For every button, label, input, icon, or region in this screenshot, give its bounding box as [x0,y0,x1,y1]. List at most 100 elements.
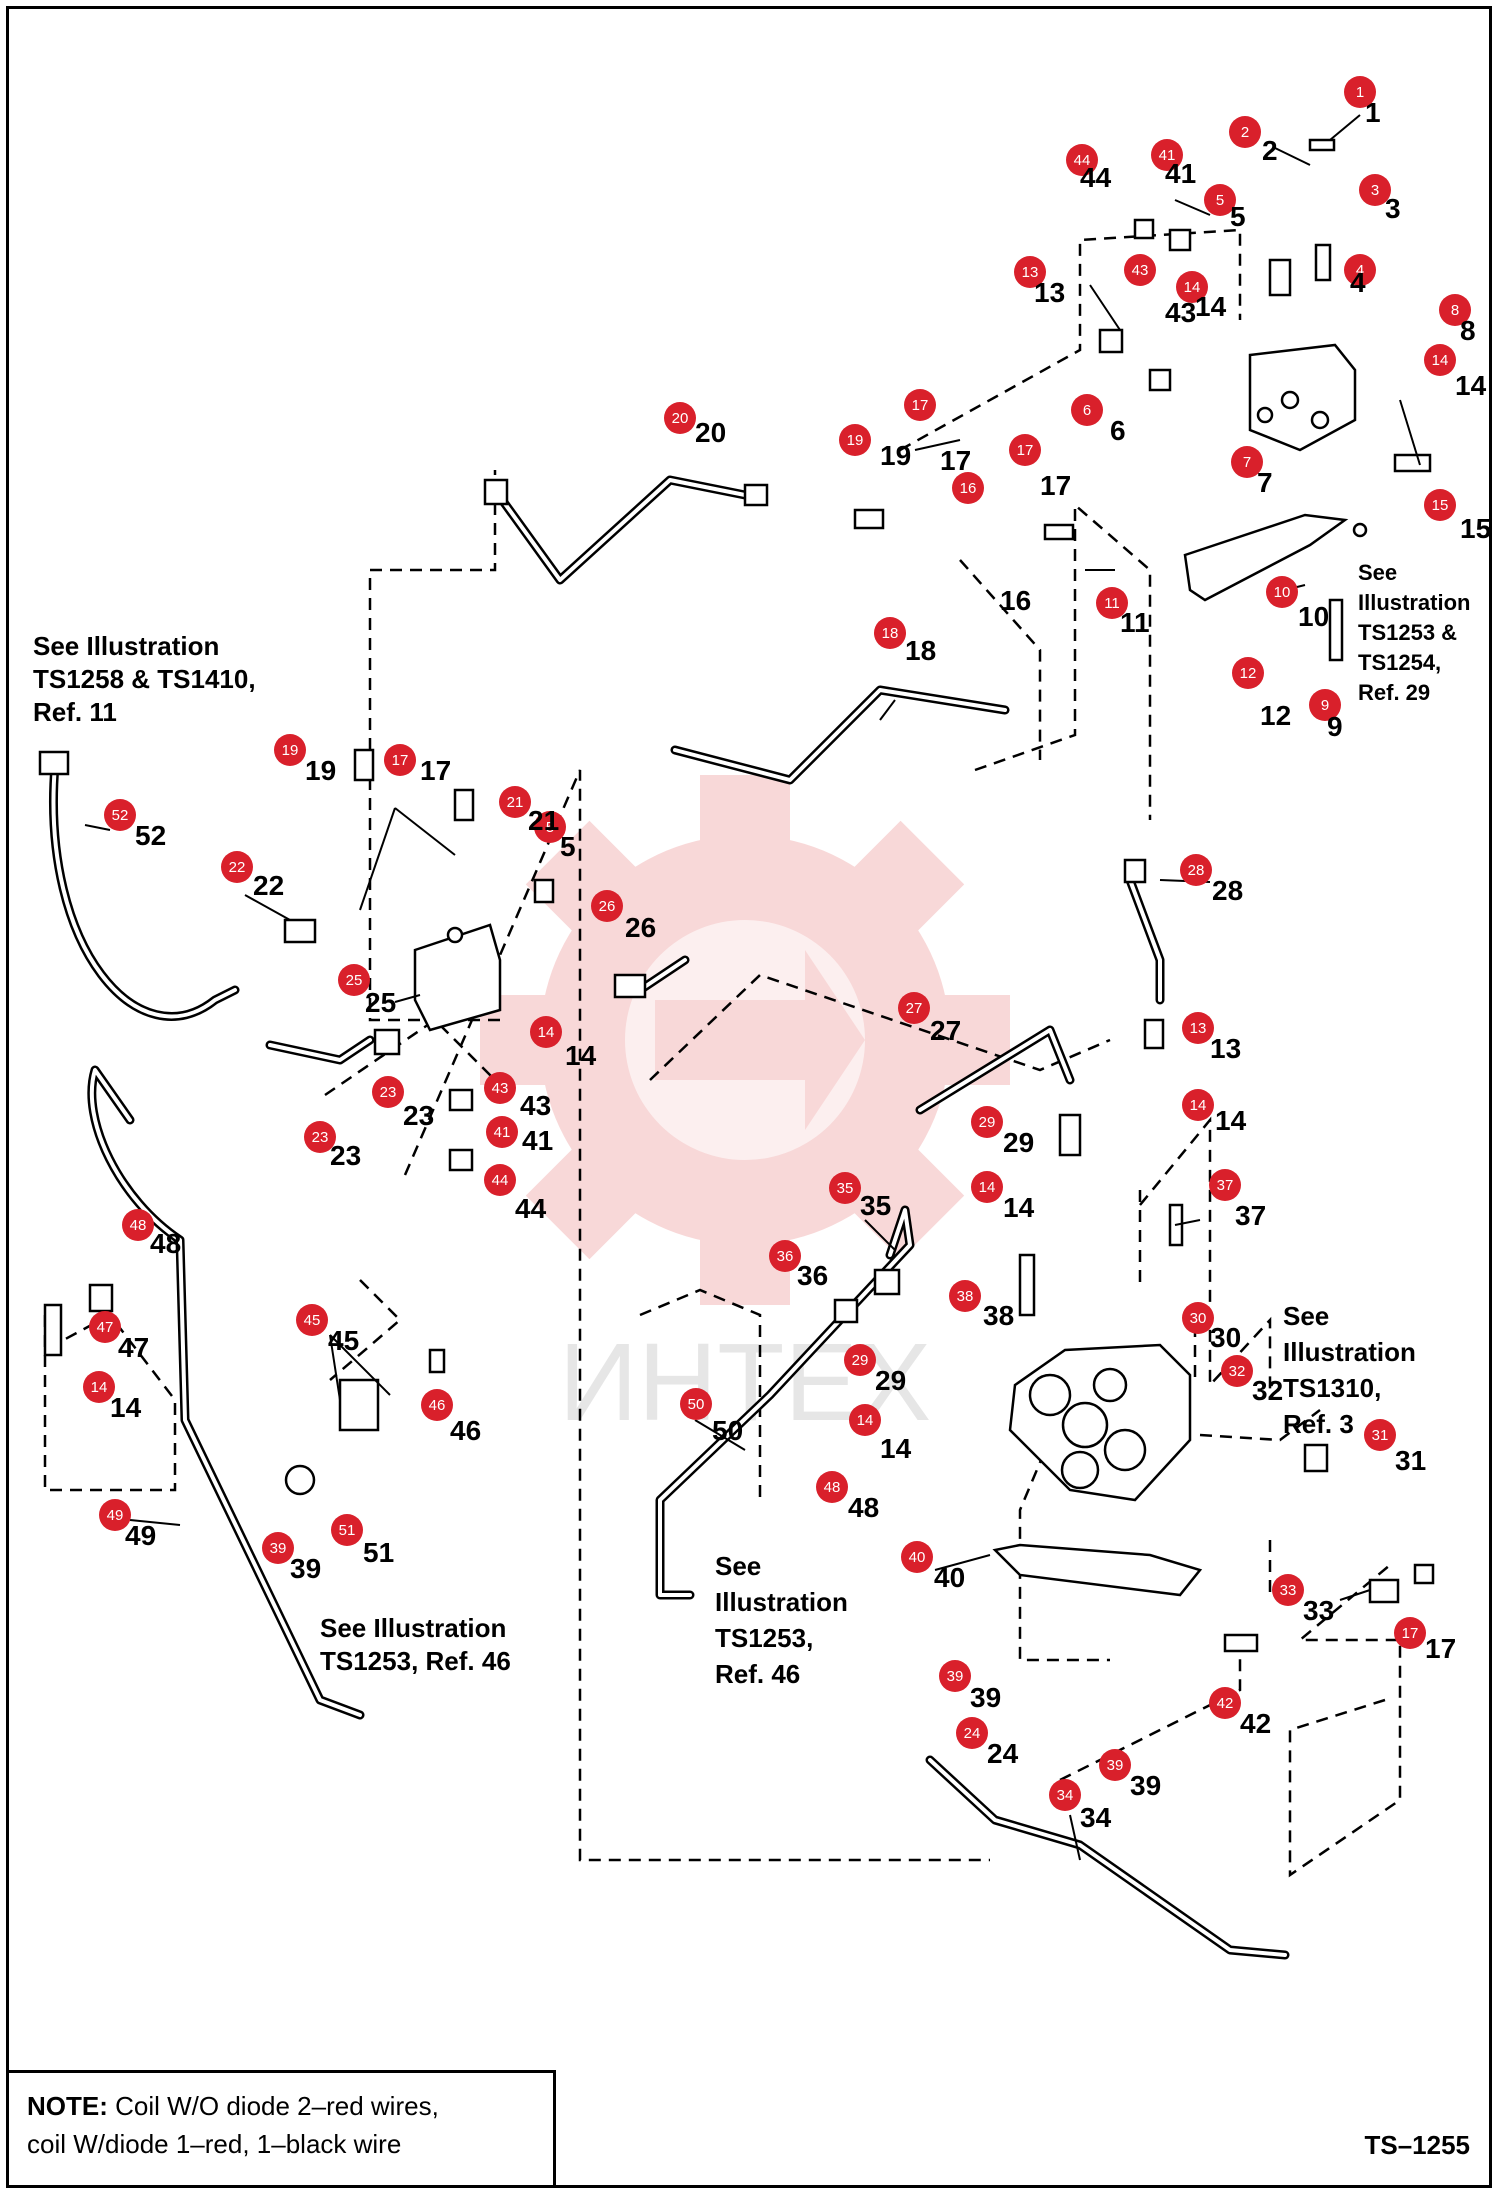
callout-badge-number: 45 [304,1312,321,1329]
part-number-label: 14 [1003,1192,1035,1223]
part-number-label: 32 [1252,1375,1283,1406]
callout-badge-number: 5 [546,819,554,836]
part-number-label: 52 [135,820,166,851]
callout-badge-number: 39 [270,1540,287,1557]
callout-badge-number: 47 [97,1319,114,1336]
callout-badge-circle [1176,271,1208,303]
callout-badge-circle [1229,116,1261,148]
callout-badge: 2 [1229,116,1261,148]
callout-badge-circle [901,1541,933,1573]
part-number-label: 14 [1215,1105,1247,1136]
part-number-label: 17 [1040,470,1071,501]
callout-badge-number: 18 [882,625,899,642]
callout-badge: 13 [1014,256,1046,288]
callout-badge: 39 [262,1532,294,1564]
part-number-label: 11 [1120,607,1150,638]
part-number-label: 43 [520,1090,551,1121]
part-number-label: 41 [1165,158,1196,189]
part-number-label: 13 [1210,1033,1241,1064]
callout-badge-number: 28 [1188,862,1205,879]
callout-badge-circle [898,992,930,1024]
callout-badge-number: 15 [1432,497,1449,514]
part-number-label: 14 [1195,291,1227,322]
callout-badge: 23 [304,1121,336,1153]
callout-badge: 33 [1272,1574,1304,1606]
part-number-label: 51 [363,1537,394,1568]
callout-badge-circle [1066,144,1098,176]
callout-badge-circle [939,1660,971,1692]
part-number-label: 3 [1385,193,1401,224]
callout-badge: 35 [829,1172,861,1204]
callout-badge-number: 41 [1159,147,1176,164]
callout-badge: 39 [1099,1749,1131,1781]
reference-note-line: Illustration [715,1587,848,1617]
callout-badge-circle [829,1172,861,1204]
fittings [38,138,1435,1653]
part-number-label: 4 [1350,267,1366,298]
note-box: NOTE: Coil W/O diode 2–red wires, coil W… [6,2070,556,2188]
callout-badge-number: 48 [130,1217,147,1234]
callout-badge-number: 14 [1184,279,1201,296]
callout-badge-circle [1394,1617,1426,1649]
callout-badge-circle [1124,254,1156,286]
part-number-label: 30 [1210,1322,1241,1353]
callout-badge-circle [384,744,416,776]
callout-badge: 14 [1424,344,1456,376]
valve-block-left [413,923,502,1032]
callout-badge-number: 23 [312,1129,329,1146]
part-number-label: 17 [940,445,971,476]
part-number-label: 37 [1235,1200,1266,1231]
part-number-label: 48 [150,1228,181,1259]
callout-badge: 15 [1424,489,1456,521]
callout-badge-circle [262,1532,294,1564]
reference-note-line: TS1253, [715,1623,813,1653]
callout-badge: 23 [372,1076,404,1108]
part-number-label: 23 [330,1140,361,1171]
callout-badge: 29 [844,1344,876,1376]
callout-badge-circle [1272,1574,1304,1606]
callout-badge-number: 7 [1243,454,1251,471]
callout-badge-number: 23 [380,1084,397,1101]
callout-badge-number: 26 [599,898,616,915]
callout-badge: 39 [939,1660,971,1692]
callout-badge: 9 [1309,689,1341,721]
callout-badge-circle [104,799,136,831]
callout-badge-circle [274,734,306,766]
part-number-label: 14 [565,1040,597,1071]
callout-badge-circle [844,1344,876,1376]
reference-note-line: TS1253 & [1358,620,1457,645]
callout-badge-circle [1344,76,1376,108]
reference-note-line: TS1253, Ref. 46 [320,1646,511,1676]
callout-badge: 25 [338,964,370,996]
callout-badge: 29 [971,1106,1003,1138]
part-number-label: 25 [365,987,396,1018]
callout-badge-number: 40 [909,1549,926,1566]
note-line-2: coil W/diode 1–red, 1–black wire [27,2129,402,2159]
callout-badge-circle [591,890,623,922]
part-number-label: 39 [970,1682,1001,1713]
part-number-label: 34 [1080,1802,1112,1833]
callout-badge-circle [1231,446,1263,478]
part-number-label: 44 [515,1193,547,1224]
callout-badge: 19 [839,424,871,456]
callout-badge-circle [1266,576,1298,608]
callout-badge: 12 [1232,657,1264,689]
callout-badge: 27 [898,992,930,1024]
callout-badge: 38 [949,1280,981,1312]
callout-badge-number: 19 [847,432,864,449]
callout-badge: 8 [1439,294,1471,326]
callout-badge: 46 [421,1389,453,1421]
reference-note-line: See [1283,1301,1329,1331]
part-number-label: 10 [1298,601,1329,632]
part-number-label: 41 [522,1125,553,1156]
reference-note-line: TS1258 & TS1410, [33,664,256,694]
reference-note-line: Illustration [1283,1337,1416,1367]
part-number-label: 17 [420,755,451,786]
reference-note-line: Ref. 3 [1283,1409,1354,1439]
callout-badge-number: 24 [964,1725,981,1742]
callout-badge: 52 [104,799,136,831]
part-number-label: 24 [987,1738,1019,1769]
callout-badge-number: 13 [1022,264,1039,281]
